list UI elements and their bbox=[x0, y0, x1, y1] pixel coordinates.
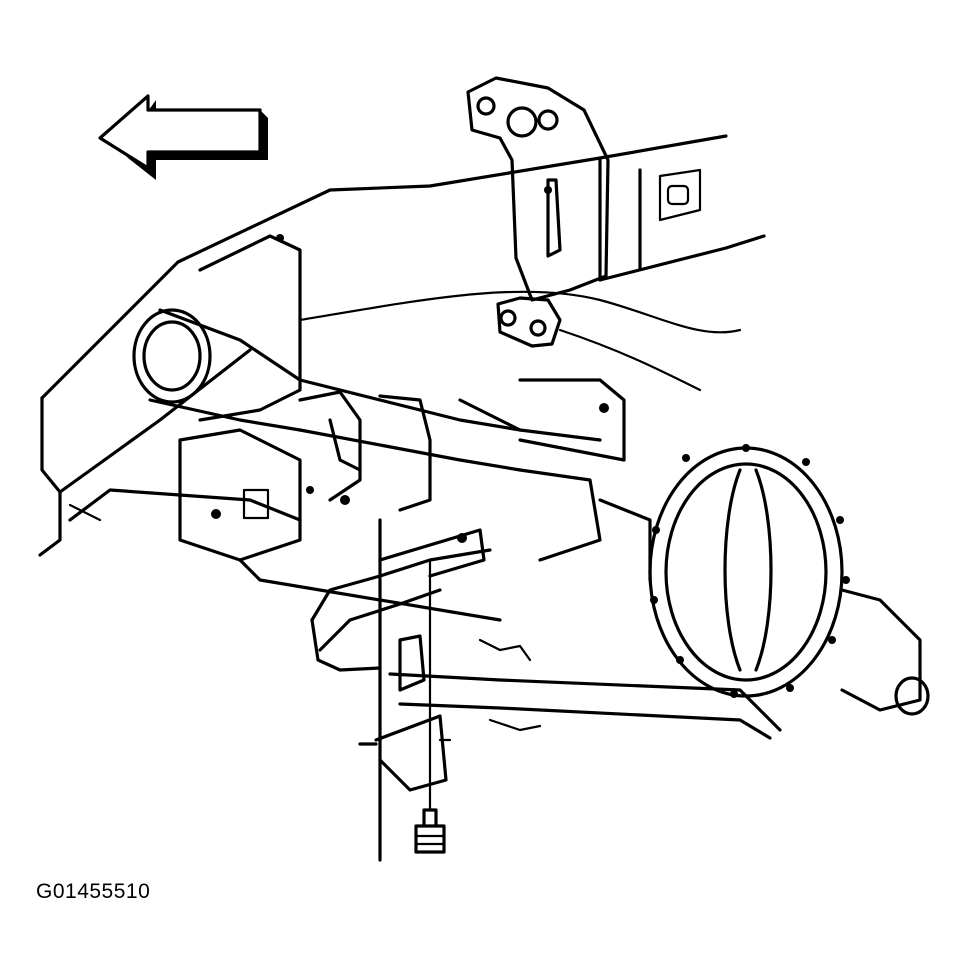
figure-id-label: G01455510 bbox=[36, 880, 151, 903]
axle-housing bbox=[132, 234, 652, 622]
arrow-left-icon bbox=[98, 94, 268, 180]
differential-housing bbox=[648, 444, 930, 716]
bolt-icon bbox=[414, 558, 446, 854]
stabilizer-bushing bbox=[358, 518, 452, 862]
brake-line bbox=[298, 290, 742, 732]
stabilizer-bar bbox=[310, 528, 782, 740]
shock-mount-bracket bbox=[466, 76, 610, 348]
stabilizer-link bbox=[298, 390, 602, 512]
frame-rail bbox=[38, 134, 766, 557]
